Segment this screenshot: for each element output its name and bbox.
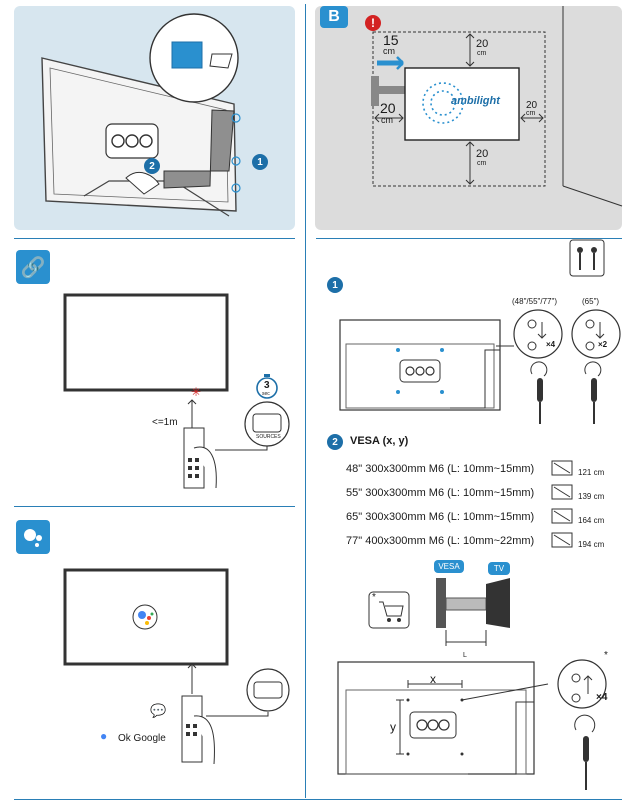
screw-sizes-2-label: (65") [582,297,600,306]
vesa-row: 65" 300x300mm M6 (L: 10mm~15mm) [346,511,534,523]
ir-sensor-icon: ✳ [191,385,202,399]
dim-left-value: 20 [380,100,396,116]
vesa-title: VESA (x, y) [350,435,409,447]
screw-length-label: L [463,652,467,659]
screwdriver-icon [574,714,596,790]
google-assistant-icon [16,520,50,554]
timer-value: 3 [264,380,270,391]
dim-bottom-value: 20 [476,148,489,160]
screw-sizes-4-label: (48"/55"/77") [512,297,557,306]
ok-google-label: Ok Google [118,733,166,744]
panel-a-step-2: 2 [144,158,160,174]
warning-icon: ! [365,15,381,31]
ambilight-logo: ambilight [451,95,500,107]
dim-bottom-unit: cm [477,160,487,167]
mount-step-1: 1 [327,277,343,293]
mount-step-2: 2 [327,434,343,450]
section-divider [14,238,295,239]
dim-top-unit: cm [477,50,487,57]
dim-right-value: 20 [526,100,538,111]
screw-count-4: ×4 [546,340,556,349]
screwdriver-icon [530,361,548,424]
tv-tag: TV [488,562,510,575]
tv-google-illustration [63,568,229,666]
vesa-size: 121 cm [578,468,605,477]
axis-y-label: y [390,720,396,734]
timer-unit: sec [262,391,270,397]
screw-callout-star: * [604,650,608,661]
vesa-row: 48" 300x300mm M6 (L: 10mm~15mm) [346,463,534,475]
screwdriver-icon [584,361,602,424]
tv-back-illustration [41,13,241,217]
vesa-model: 65" 300x300mm M6 (L: 10mm~15mm) [346,511,535,523]
vesa-size: 164 cm [578,516,605,525]
google-remote-illustration [181,663,290,765]
axis-x-label: x [430,672,436,686]
vesa-size: 139 cm [578,492,605,501]
section-divider [316,238,622,239]
dim-right-unit: cm [526,110,536,117]
panel-b-label: B [320,6,348,28]
google-dots-icon: ● [100,729,108,743]
remote-in-hand-illustration [183,427,217,489]
screw-callout-4 [496,309,563,359]
screw-count-2: ×2 [598,340,608,349]
distance-label: <=1m [152,417,178,428]
screw-callout-2 [571,309,621,359]
speech-icon: 💬 [150,703,167,718]
wall-clearance-diagram [371,6,623,207]
vesa-row: 55" 300x300mm M6 (L: 10mm~15mm) [346,487,534,499]
bottom-divider [14,799,622,800]
dim-left-unit: cm [381,115,393,125]
vesa-size: 194 cm [578,540,605,549]
two-person-icon [569,239,605,277]
link-icon: 🔗 [16,250,50,284]
section-divider [14,506,295,507]
distance-arrow [187,399,197,428]
cart-star: * [372,592,376,603]
tv-back-vesa-illustration [339,319,501,411]
shopping-cart-icon [368,591,410,629]
vesa-model: 48" 300x300mm M6 (L: 10mm~15mm) [346,463,535,475]
dim-side-unit: cm [383,46,395,56]
column-divider [305,4,306,798]
tv-front-illustration [63,293,229,392]
vesa-tag: VESA [434,560,464,573]
screw-length-diagram [436,578,510,646]
screw-callout-count: ×4 [596,692,608,703]
vesa-model: 55" 300x300mm M6 (L: 10mm~15mm) [346,487,535,499]
vesa-model: 77" 400x300mm M6 (L: 10mm~22mm) [346,535,535,547]
tv-back-xy-illustration [337,661,549,775]
vesa-row: 77" 400x300mm M6 (L: 10mm~22mm) [346,535,534,547]
sources-button-callout [215,401,290,451]
panel-a-step-1: 1 [252,154,268,170]
diagonal-size-icon [551,460,573,548]
dim-top-value: 20 [476,38,489,50]
sources-button-label: SOURCES [256,434,281,440]
screw-callout-xy [557,659,607,709]
timer-icon [256,374,278,399]
dim-side-value: 15 [383,32,399,48]
